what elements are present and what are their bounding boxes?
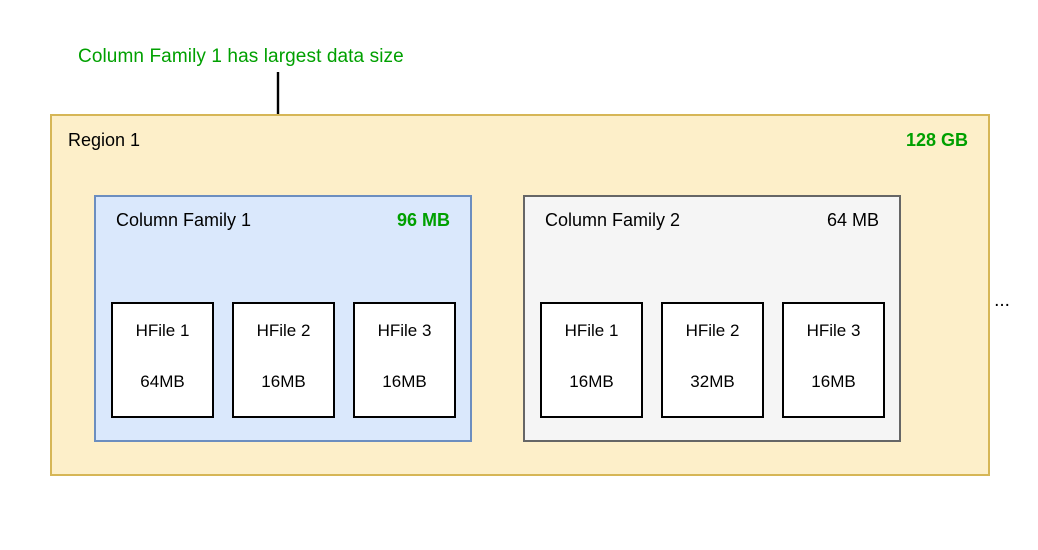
column-family-1-hfile-row: HFile 1 64MB HFile 2 16MB HFile 3 16MB — [111, 302, 456, 418]
region-size-badge: 128 GB — [905, 130, 968, 150]
column-family-1-name: Column Family 1 — [116, 210, 252, 230]
hfile-box: HFile 2 32MB — [661, 302, 764, 418]
column-family-1-header: Column Family 1 96 MB — [96, 210, 470, 234]
hfile-size: 32MB — [690, 372, 735, 391]
column-family-1-size: 96 MB — [396, 210, 450, 230]
hfile-size: 16MB — [569, 372, 614, 391]
hfile-box: HFile 1 64MB — [111, 302, 214, 418]
column-family-2-name: Column Family 2 — [545, 210, 681, 230]
hfile-box: HFile 3 16MB — [782, 302, 885, 418]
hfile-box: HFile 1 16MB — [540, 302, 643, 418]
column-family-1-box: Column Family 1 96 MB HFile 1 64MB HFile… — [94, 195, 472, 442]
hfile-name: HFile 2 — [685, 321, 740, 340]
hfile-name: HFile 1 — [564, 321, 619, 340]
hfile-name: HFile 2 — [256, 321, 311, 340]
column-family-2-hfile-row: HFile 1 16MB HFile 2 32MB HFile 3 16MB — [540, 302, 885, 418]
annotation-label: Column Family 1 has largest data size — [78, 46, 404, 67]
region-title: Region 1 — [68, 130, 141, 150]
hfile-box: HFile 3 16MB — [353, 302, 456, 418]
hfile-size: 16MB — [261, 372, 306, 391]
column-family-2-header: Column Family 2 64 MB — [525, 210, 899, 234]
hfile-box: HFile 2 16MB — [232, 302, 335, 418]
hfile-size: 16MB — [811, 372, 856, 391]
more-column-families-ellipsis: ... — [994, 290, 1010, 311]
region-box: Region 1 128 GB Column Family 1 96 MB HF… — [50, 114, 1010, 476]
hfile-name: HFile 3 — [377, 321, 432, 340]
column-family-2-size: 64 MB — [826, 210, 879, 230]
hfile-name: HFile 3 — [806, 321, 861, 340]
hfile-name: HFile 1 — [135, 321, 190, 340]
hfile-size: 64MB — [140, 372, 185, 391]
hfile-size: 16MB — [382, 372, 427, 391]
column-family-2-box: Column Family 2 64 MB HFile 1 16MB HFile… — [523, 195, 901, 442]
